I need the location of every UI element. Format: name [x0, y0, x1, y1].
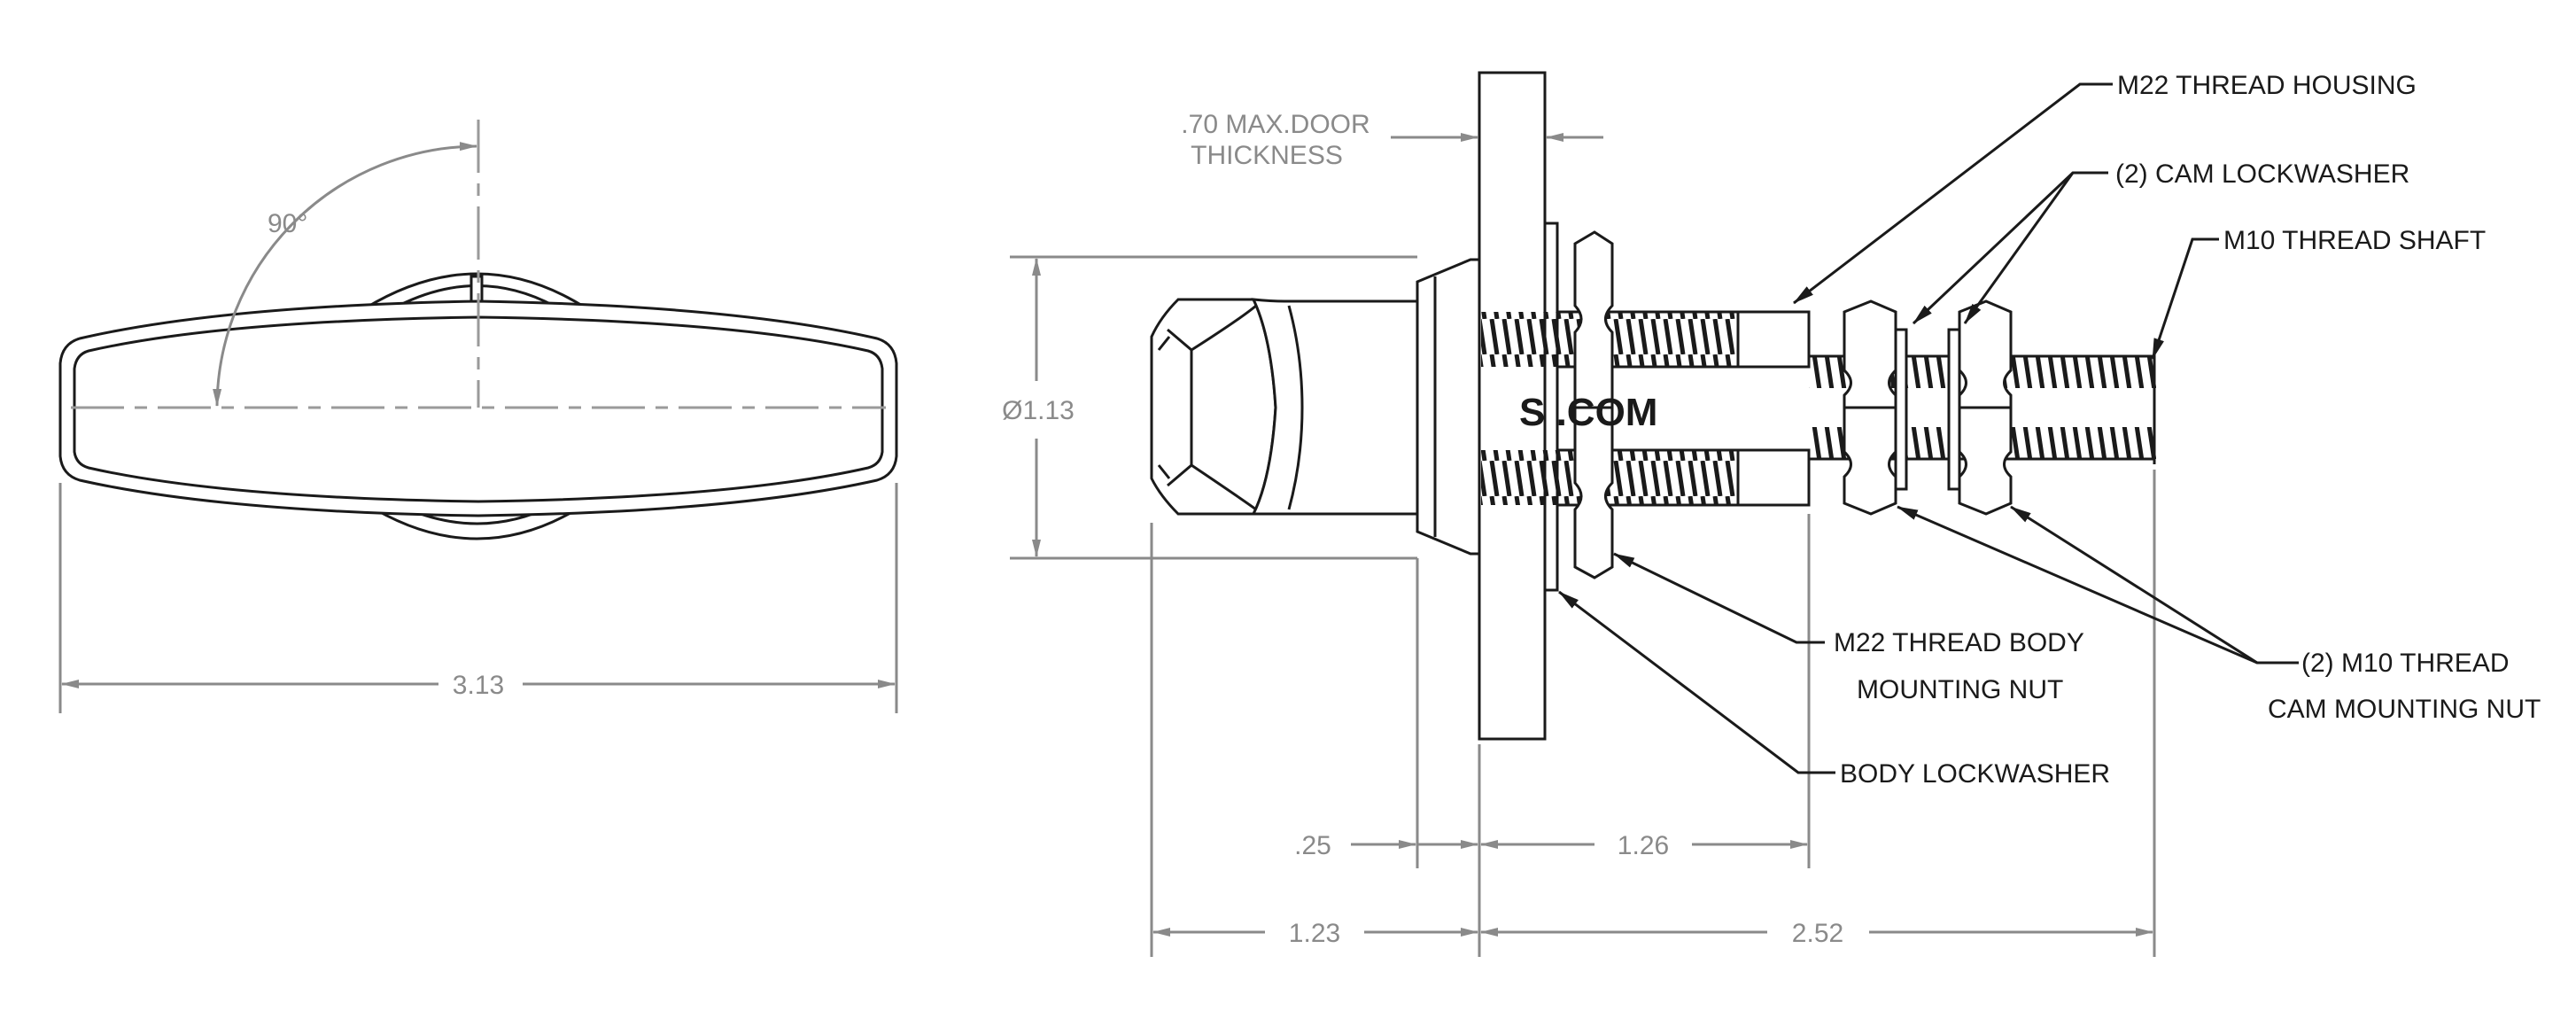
callout-cam-nut-1: (2) M10 THREAD [2301, 649, 2510, 678]
leader-body-lockwasher [1558, 590, 1835, 774]
callout-thread-housing: M22 THREAD HOUSING [2117, 71, 2417, 100]
handle-nose-facet-3 [1191, 463, 1257, 511]
handle-nose-facet [1167, 328, 1193, 487]
leader-thread-housing [1793, 82, 2113, 305]
handle-nose-facet-2 [1191, 304, 1257, 352]
door-panel [1478, 71, 1547, 741]
callout-body-nut-1: M22 THREAD BODY [1834, 628, 2084, 657]
assembly-side-view: S .COM .70 MAX.DOOR THICKNESS Ø1.13 [1002, 71, 2541, 957]
handle-key-slot [469, 275, 484, 305]
leader-cam-lockwasher-a [1912, 171, 2108, 325]
leader-body-nut [1613, 552, 1825, 644]
callout-cam-lockwasher: (2) CAM LOCKWASHER [2115, 159, 2409, 189]
callout-body-lockwasher: BODY LOCKWASHER [1840, 759, 2110, 789]
rotation-label: 90° [268, 209, 307, 238]
cam-lockwasher-2 [1947, 328, 1961, 491]
diameter-label: Ø1.13 [1002, 396, 1075, 425]
rotation-arc [213, 142, 477, 407]
cam-lockwasher-1 [1894, 328, 1908, 491]
callout-cam-nut-2: CAM MOUNTING NUT [2268, 695, 2541, 724]
callout-body-nut-2: MOUNTING NUT [1857, 675, 2063, 704]
thread-length-label: 1.26 [1618, 831, 1669, 860]
leader-cam-lockwasher-b [1963, 172, 2075, 324]
handle-front-view: 90° 3.13 [58, 120, 898, 713]
door-thickness-label-2: THICKNESS [1191, 141, 1343, 170]
door-thickness-label-1: .70 MAX.DOOR [1181, 110, 1369, 139]
handle-body [1251, 298, 1419, 516]
flange-offset-label: .25 [1294, 831, 1331, 860]
callout-thread-shaft: M10 THREAD SHAFT [2223, 226, 2486, 255]
handle-width-label: 3.13 [453, 671, 504, 700]
body-mounting-nut [1573, 230, 1614, 579]
rear-length-label: 2.52 [1792, 919, 1843, 948]
handle-nose-facet-4 [1157, 336, 1171, 479]
leader-thread-shaft [2151, 237, 2219, 360]
leader-cam-nut-b [2010, 505, 2258, 665]
front-length-label: 1.23 [1289, 919, 1340, 948]
handle-body-contour [1287, 305, 1304, 510]
bezel [1416, 258, 1481, 556]
housing-end-lower [1736, 448, 1811, 507]
housing-end [1736, 310, 1811, 369]
brand-watermark: S .COM [1519, 391, 1657, 434]
